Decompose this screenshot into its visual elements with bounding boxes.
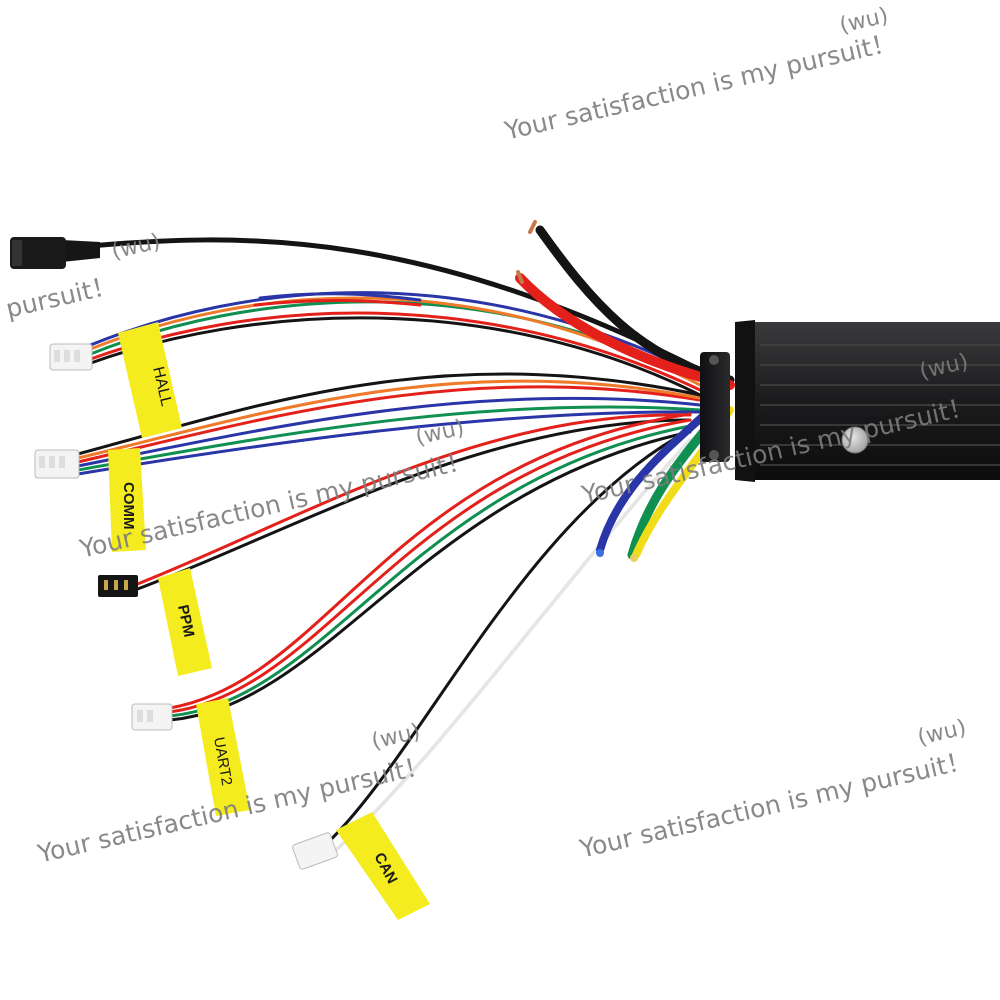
can-connector <box>292 832 338 870</box>
uart2-harness <box>168 412 692 722</box>
uart2-connector <box>131 703 173 731</box>
battery-cables <box>515 220 735 390</box>
barrel-jack-connector <box>10 237 66 269</box>
hall-connector <box>49 343 93 371</box>
ppm-harness <box>133 413 692 592</box>
barrel-jack-cable <box>10 237 722 383</box>
uart2-label: UART2 <box>196 698 250 816</box>
ppm-label-text: PPM <box>174 603 197 638</box>
can-label: CAN <box>336 812 430 920</box>
controller-housing <box>700 320 1000 482</box>
comm-label: COMM <box>108 448 146 552</box>
ppm-label: PPM <box>158 568 212 676</box>
comm-label-text: COMM <box>120 482 137 530</box>
comm-connector <box>34 449 80 479</box>
hall-label: HALL <box>118 322 182 438</box>
power-button <box>841 426 869 454</box>
ppm-connector <box>98 575 138 597</box>
